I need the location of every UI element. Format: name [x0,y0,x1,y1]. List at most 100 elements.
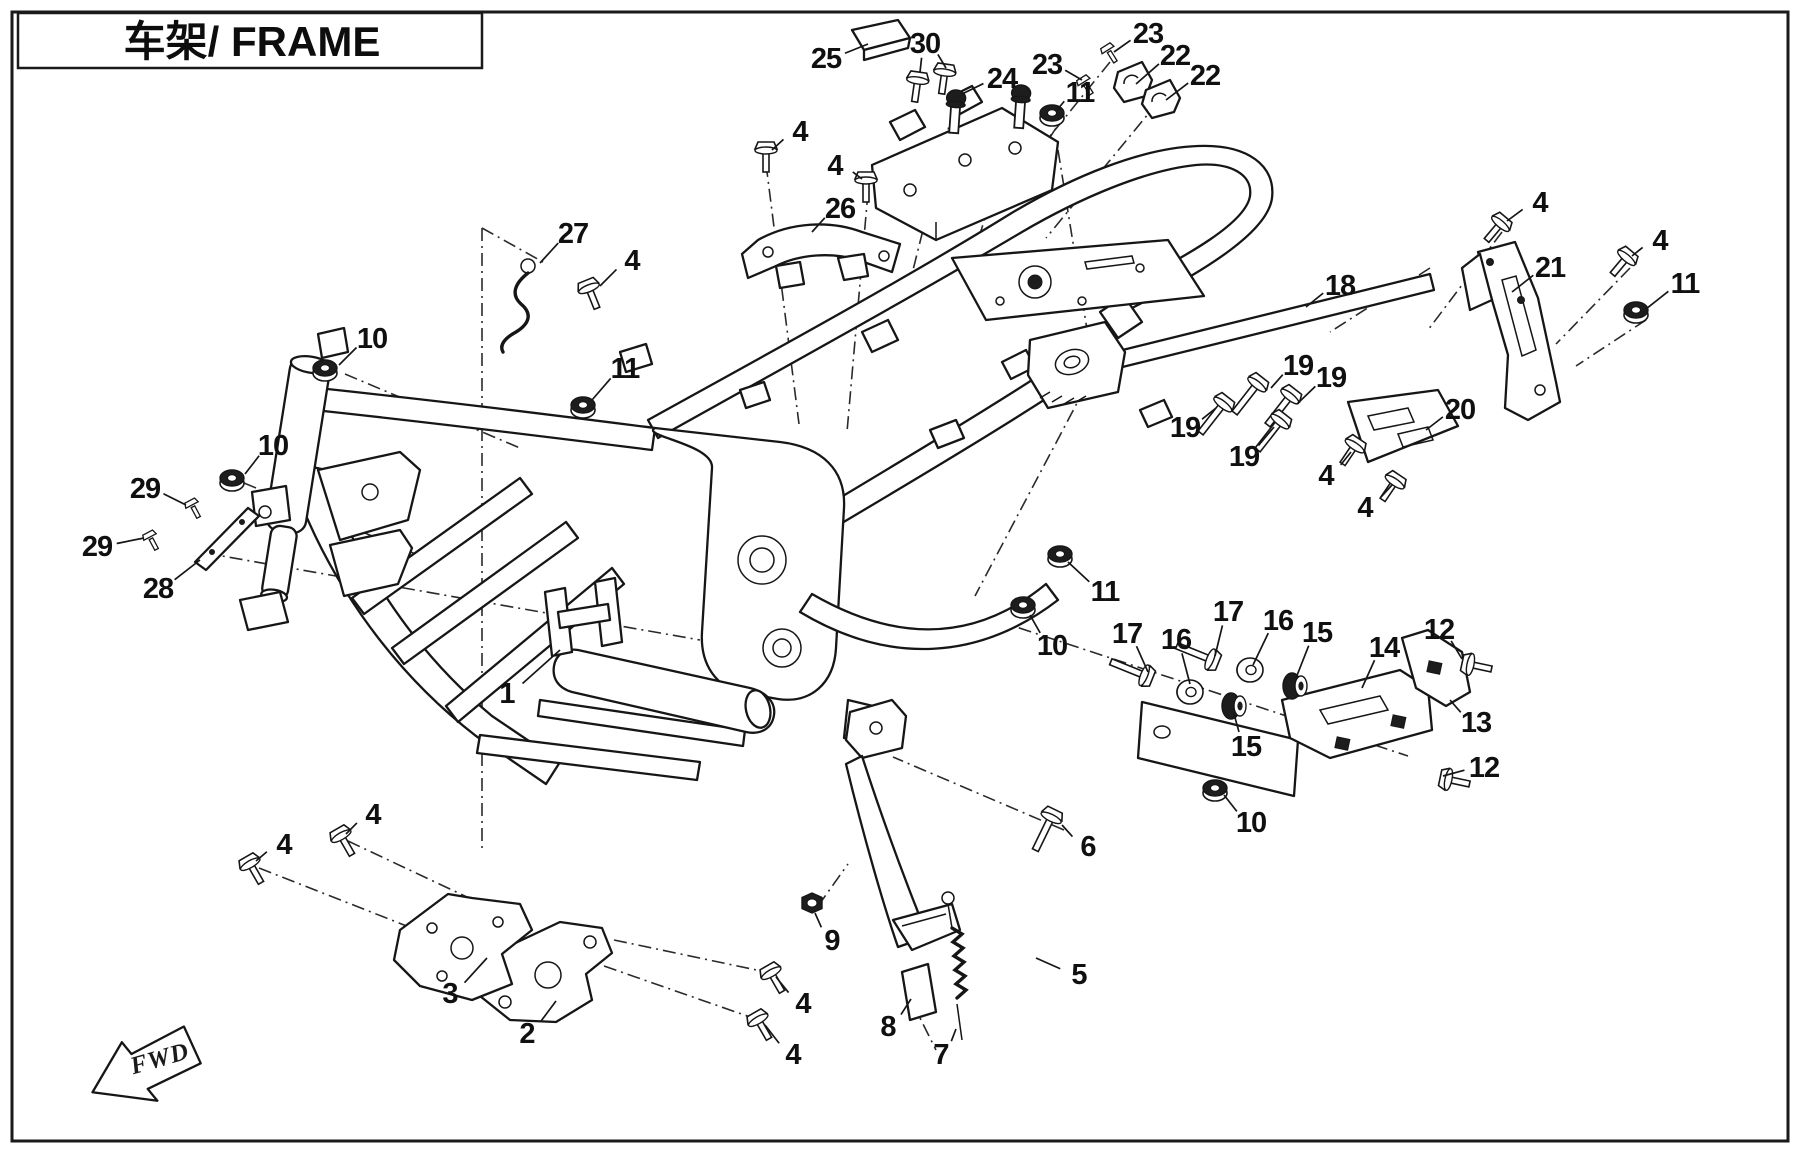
leader-line [539,242,559,264]
callout-19: 19 [1316,362,1347,394]
leader-line [1165,82,1189,101]
callout-4: 4 [276,829,292,861]
leader-line [764,1024,780,1044]
callout-14: 14 [1369,632,1400,664]
callout-10: 10 [258,430,288,462]
callout-28: 28 [143,573,174,605]
engine-hanger-group [1105,628,1495,798]
part-26-bracket [740,141,902,290]
leader-line [1064,69,1083,81]
callout-23: 23 [1133,18,1164,50]
callout-3: 3 [442,978,458,1010]
leader-line [1270,374,1284,389]
callout-19: 19 [1229,441,1260,473]
leader-line [338,346,358,366]
callout-4: 4 [1318,460,1334,492]
part-27-hook [500,258,608,354]
part-18-stay [1026,272,1436,410]
leader-line [1506,208,1524,222]
leader-line [1296,385,1316,405]
callout-10: 10 [357,323,387,355]
leader-line [852,171,863,180]
leader-line [1645,290,1669,310]
callout-30: 30 [910,28,940,60]
leader-line [961,82,984,95]
callout-29: 29 [130,473,161,505]
leader-line [244,455,260,475]
callout-4: 4 [365,799,381,831]
part-25-pad [850,18,912,62]
leader-line [814,912,823,928]
callout-8: 8 [880,1011,896,1043]
callout-15: 15 [1231,731,1262,763]
leader-line [345,822,358,835]
callout-12: 12 [1424,614,1454,646]
leader-line [1305,292,1324,308]
callout-18: 18 [1325,270,1356,302]
leader-line [1214,625,1224,657]
leader-line [1295,645,1310,679]
part-20-plate [1332,388,1460,507]
leader-line [1425,416,1444,431]
leader-line [1067,561,1090,583]
callout-19: 19 [1283,350,1314,382]
leader-line [1056,100,1065,111]
callout-4: 4 [785,1039,801,1071]
part-2-bracket [478,920,793,1046]
side-stand-group [801,698,1066,1041]
leader-line [174,559,201,581]
callout-16: 16 [1263,605,1294,637]
callout-10: 10 [1037,630,1067,662]
page-title: 车架/ FRAME [124,18,381,65]
leader-line [463,957,488,984]
leader-line [1252,632,1270,666]
leader-line [1449,699,1462,713]
callout-17: 17 [1213,596,1243,628]
leader-line [1511,274,1534,293]
callout-13: 13 [1461,707,1492,739]
leader-line [1379,484,1393,499]
callout-23: 23 [1032,49,1063,81]
leader-line [950,1028,957,1042]
callout-5: 5 [1071,959,1087,991]
leader-line [521,649,561,685]
callout-4: 4 [1652,225,1668,257]
leader-line [1223,794,1238,812]
leader-line [1340,451,1352,466]
leader-line [539,1000,557,1023]
leader-line [163,492,187,506]
leader-line [937,54,947,69]
callout-16: 16 [1161,624,1192,656]
callout-11: 11 [1091,576,1121,608]
leader-line [919,57,923,73]
leader-line [1257,426,1275,447]
part-21-bracket [1460,209,1642,422]
callout-19: 19 [1170,412,1201,444]
leader-line [1631,246,1644,257]
leader-line [811,217,826,233]
callout-24: 24 [987,63,1018,95]
leader-line [1035,957,1061,970]
leader-line [1029,614,1041,634]
callout-11: 11 [611,353,641,385]
leader-line [844,43,869,55]
part-28-strap [140,496,261,572]
top-bracket-assembly [870,61,1060,242]
callout-27: 27 [558,218,588,250]
callout-17: 17 [1112,618,1142,650]
callout-4: 4 [1357,492,1373,524]
leader-line [1442,769,1465,777]
leader-line [1450,640,1463,660]
part-22-clamps [1074,41,1182,120]
callout-22: 22 [1160,40,1190,72]
callout-4: 4 [792,116,808,148]
leader-line [116,537,145,545]
callout-29: 29 [82,531,113,563]
callout-4: 4 [795,988,811,1020]
callout-25: 25 [811,43,842,75]
callout-20: 20 [1445,394,1475,426]
callout-6: 6 [1080,831,1096,863]
